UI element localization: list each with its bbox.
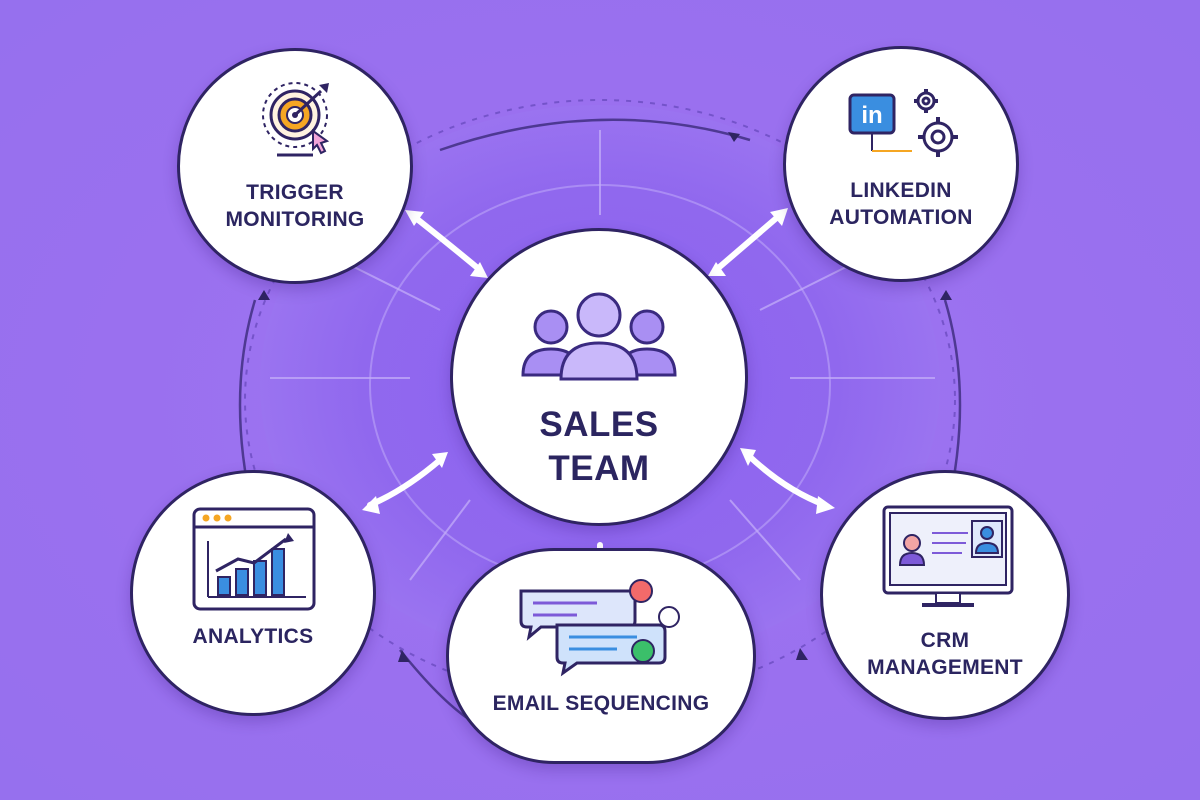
node-linkedin-automation[interactable]: in LINKEDIN AUTOMATION — [783, 46, 1019, 282]
node-crm-management[interactable]: CRM MANAGEMENT — [820, 470, 1070, 720]
crm-label-line1: CRM — [920, 629, 970, 652]
node-trigger-monitoring[interactable]: TRIGGER MONITORING — [177, 48, 413, 284]
center-title-line1: SALES — [539, 405, 659, 444]
bar-chart-icon — [192, 507, 316, 611]
center-title-line2: TEAM — [548, 449, 650, 488]
analytics-label: ANALYTICS — [192, 625, 314, 648]
trigger-label-line1: TRIGGER — [246, 181, 344, 204]
center-node-sales-team[interactable]: SALES TEAM — [450, 228, 748, 526]
linkedin-label-line1: LINKEDIN — [850, 179, 952, 202]
outer-ring — [244, 99, 956, 701]
arrow-ticks — [258, 132, 952, 662]
target-icon — [262, 82, 330, 157]
email-label: EMAIL SEQUENCING — [492, 692, 710, 715]
linkedin-logo-text: in — [861, 102, 883, 129]
linkedin-gear-icon — [848, 89, 958, 157]
ray-lines — [270, 130, 935, 581]
linkedin-label-line2: AUTOMATION — [829, 206, 973, 229]
node-analytics[interactable]: ANALYTICS — [130, 470, 376, 716]
node-email-sequencing[interactable]: EMAIL SEQUENCING — [446, 548, 756, 764]
connector-arrows — [367, 212, 828, 563]
monitor-contacts-icon — [882, 505, 1014, 607]
trigger-label-line2: MONITORING — [225, 208, 365, 231]
crm-label-line2: MANAGEMENT — [867, 656, 1023, 679]
arrow-heads — [362, 208, 835, 514]
team-group-icon — [521, 292, 677, 381]
chat-bubbles-icon — [519, 579, 680, 677]
